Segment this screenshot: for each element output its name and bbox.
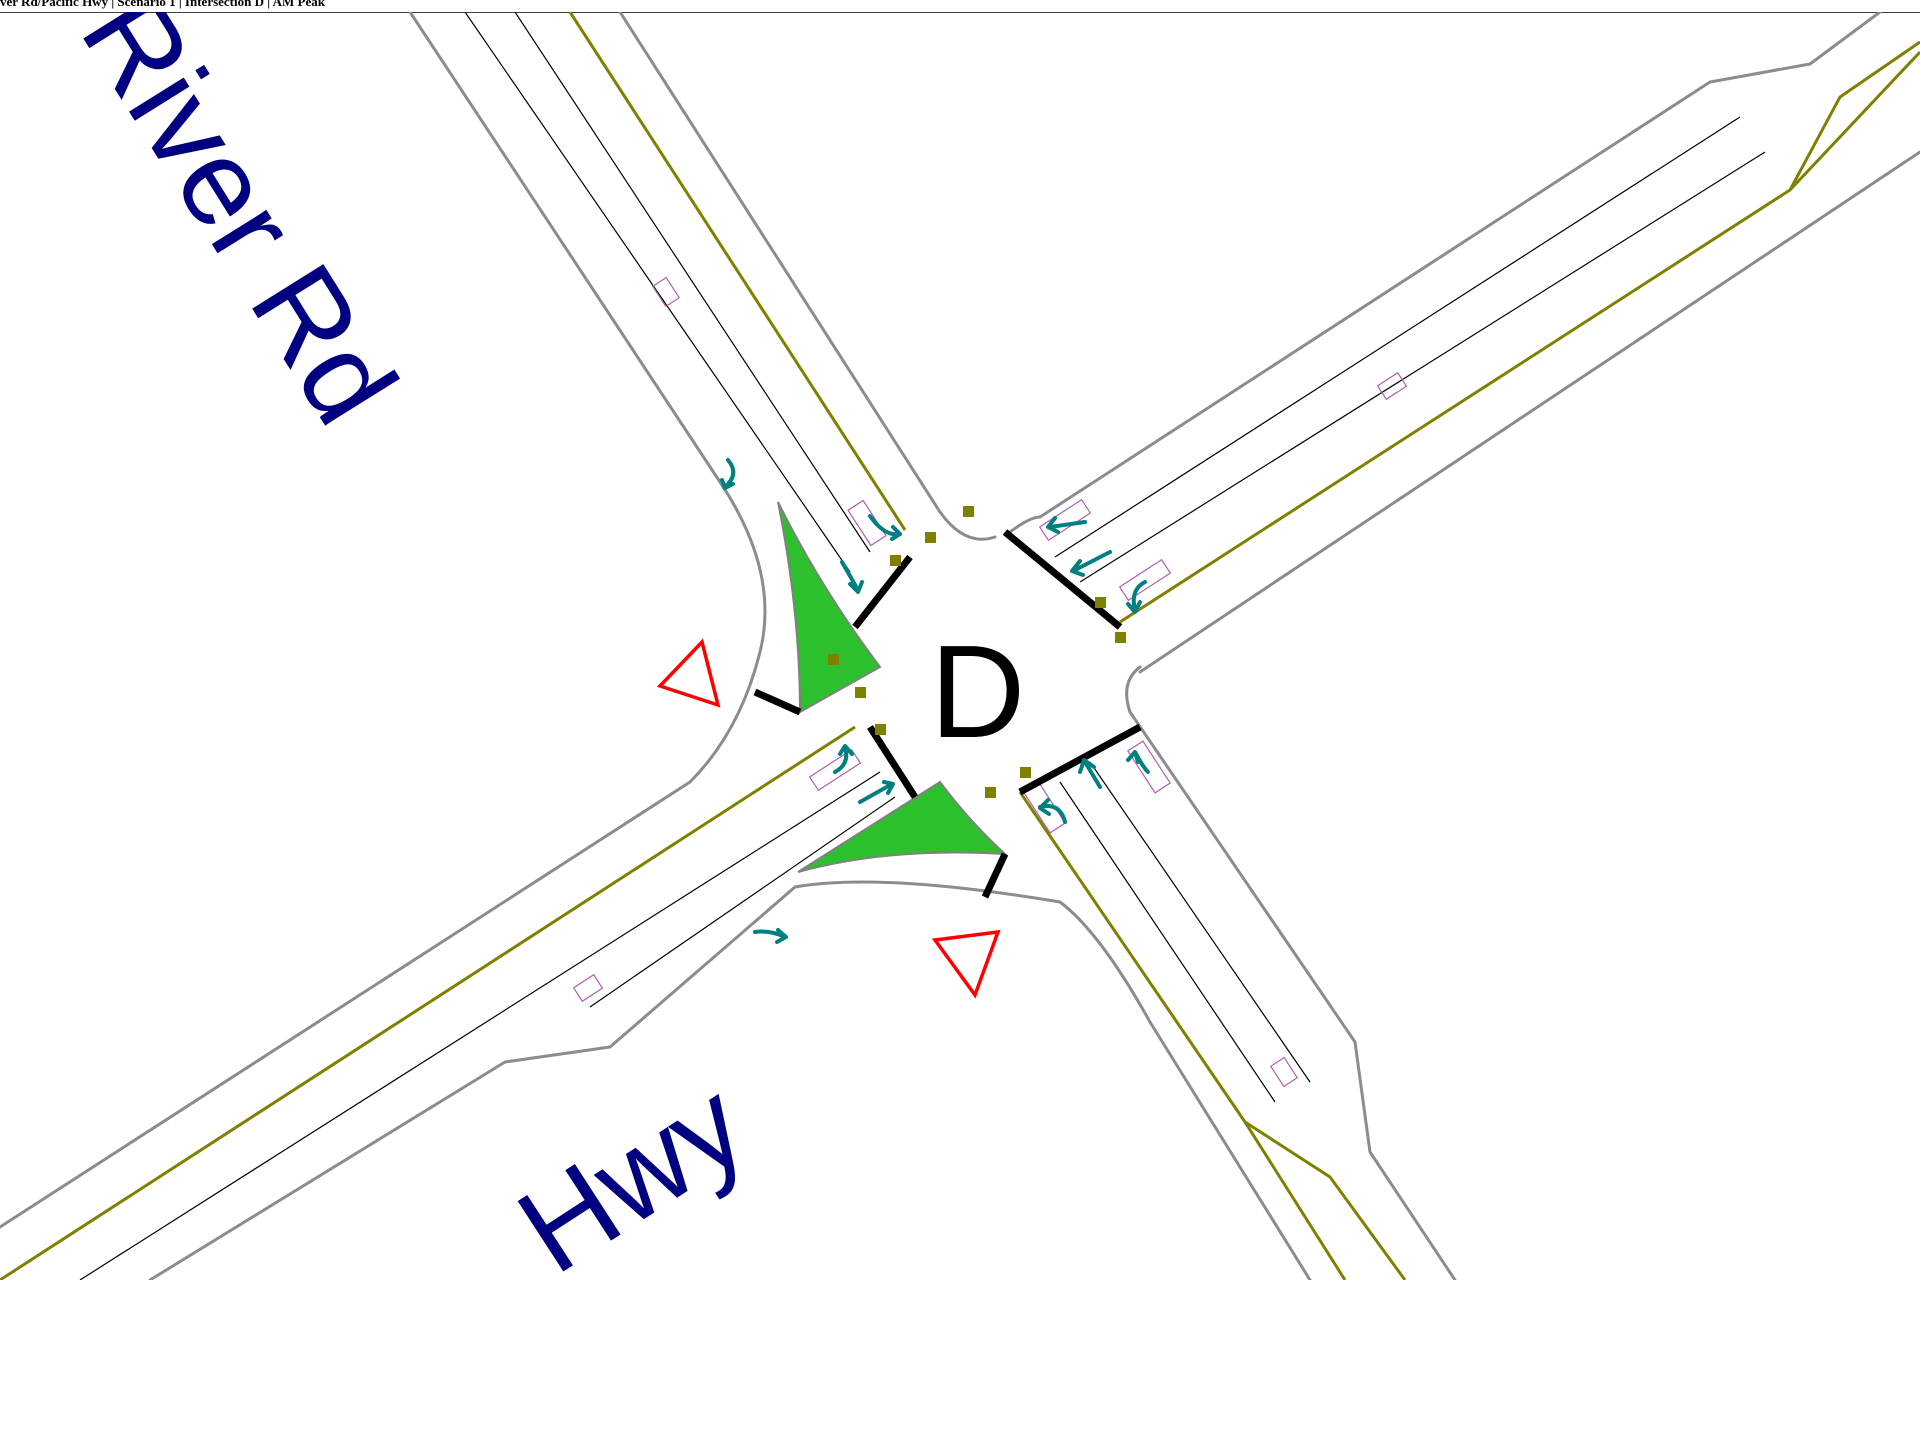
se-east-curb [1128, 710, 1457, 1280]
lane-arrow-icon [1046, 516, 1087, 534]
sw-detector-1 [572, 973, 604, 1003]
nw-detector-1 [651, 276, 681, 308]
intersection-id-label: D [930, 618, 1025, 765]
nw-west-curb [408, 12, 767, 784]
nw-channel-island [777, 501, 882, 714]
lane-arrow-icon [840, 560, 864, 594]
se-detector-1 [1269, 1056, 1299, 1088]
sw-north-curb [0, 780, 692, 1229]
se-leg [793, 710, 1457, 1280]
nw-east-curb [618, 12, 997, 541]
se-centerline [1018, 791, 1347, 1280]
intersection-map[interactable]: River Rd Hwy D [0, 12, 1920, 1280]
sw-detector-2 [808, 748, 862, 792]
eb-stop-bar-1 [1002, 529, 1123, 630]
ne-lane-line-2 [1079, 151, 1766, 583]
yield-triangle-icon [656, 638, 721, 708]
south-street-label: Hwy [495, 1056, 768, 1280]
title-text: ver Rd/Pacific Hwy | Scenario 1 | Inters… [0, 0, 325, 9]
signal-head-icon [925, 532, 936, 543]
nw-leg [408, 12, 997, 784]
nw-lane-line-1 [464, 12, 851, 573]
signal-head-icon [875, 724, 886, 735]
nw-centerline [568, 12, 907, 531]
signal-head-icon [828, 654, 839, 665]
nw-slip-stop-bar [753, 688, 802, 716]
nw-lane-line-2 [514, 12, 871, 553]
se-slip-stop-bar [981, 852, 1009, 899]
lane-arrow-icon [720, 458, 736, 490]
signal-head-icon [1020, 767, 1031, 778]
nb-stop-bar [852, 554, 913, 630]
title-bar: ver Rd/Pacific Hwy | Scenario 1 | Inters… [0, 0, 1920, 13]
ne-leg [1008, 12, 1920, 714]
lane-arrow-icon [1126, 750, 1150, 774]
sw-channel-island [797, 780, 1008, 873]
se-lane-line-1 [1059, 781, 1276, 1103]
signal-head-icon [1115, 632, 1126, 643]
ne-detector-2 [1038, 498, 1092, 542]
lane-arrow-icon [858, 780, 895, 804]
nw-detector-2 [847, 499, 887, 547]
signal-head-icon [963, 506, 974, 517]
ne-north-curb [1008, 12, 1882, 534]
sw-lane-line-1 [79, 771, 881, 1280]
se-detector-3 [1127, 740, 1171, 794]
ne-south-curb [1138, 150, 1920, 674]
yield-triangle-icon [931, 929, 1001, 999]
lane-arrow-icon [868, 514, 902, 541]
sw-leg [0, 725, 896, 1280]
ne-taper [1788, 40, 1920, 191]
ne-south-curb-outer [1125, 665, 1142, 714]
se-west-curb [793, 880, 1312, 1280]
ne-detector-1 [1376, 371, 1408, 401]
signal-head-icon [890, 555, 901, 566]
se-taper [1244, 1120, 1407, 1280]
sb-stop-bar [867, 725, 918, 799]
signal-head-icon [985, 787, 996, 798]
lane-arrow-icon [1038, 798, 1067, 824]
lane-arrow-icon [833, 744, 854, 774]
sw-centerline [0, 725, 856, 1280]
se-lane-line-2 [1089, 761, 1311, 1083]
lane-arrow-icon [753, 928, 788, 944]
north-street-label: River Rd [56, 12, 423, 446]
lane-arrow-icon [1126, 580, 1147, 614]
ne-detector-3 [1118, 558, 1172, 602]
lane-arrow-icon [1070, 550, 1112, 577]
ne-centerline [1119, 50, 1920, 624]
wb-stop-bar [1018, 723, 1142, 796]
stop-bars [753, 529, 1142, 899]
signal-head-icon [1095, 597, 1106, 608]
sw-south-curb [148, 885, 797, 1280]
signal-head-icon [855, 687, 866, 698]
sw-lane-line-2 [589, 796, 896, 1008]
lane-arrows [720, 458, 1150, 944]
signal-heads [828, 506, 1126, 798]
ne-lane-line-1 [1054, 116, 1741, 558]
lane-arrow-icon [1078, 758, 1102, 789]
